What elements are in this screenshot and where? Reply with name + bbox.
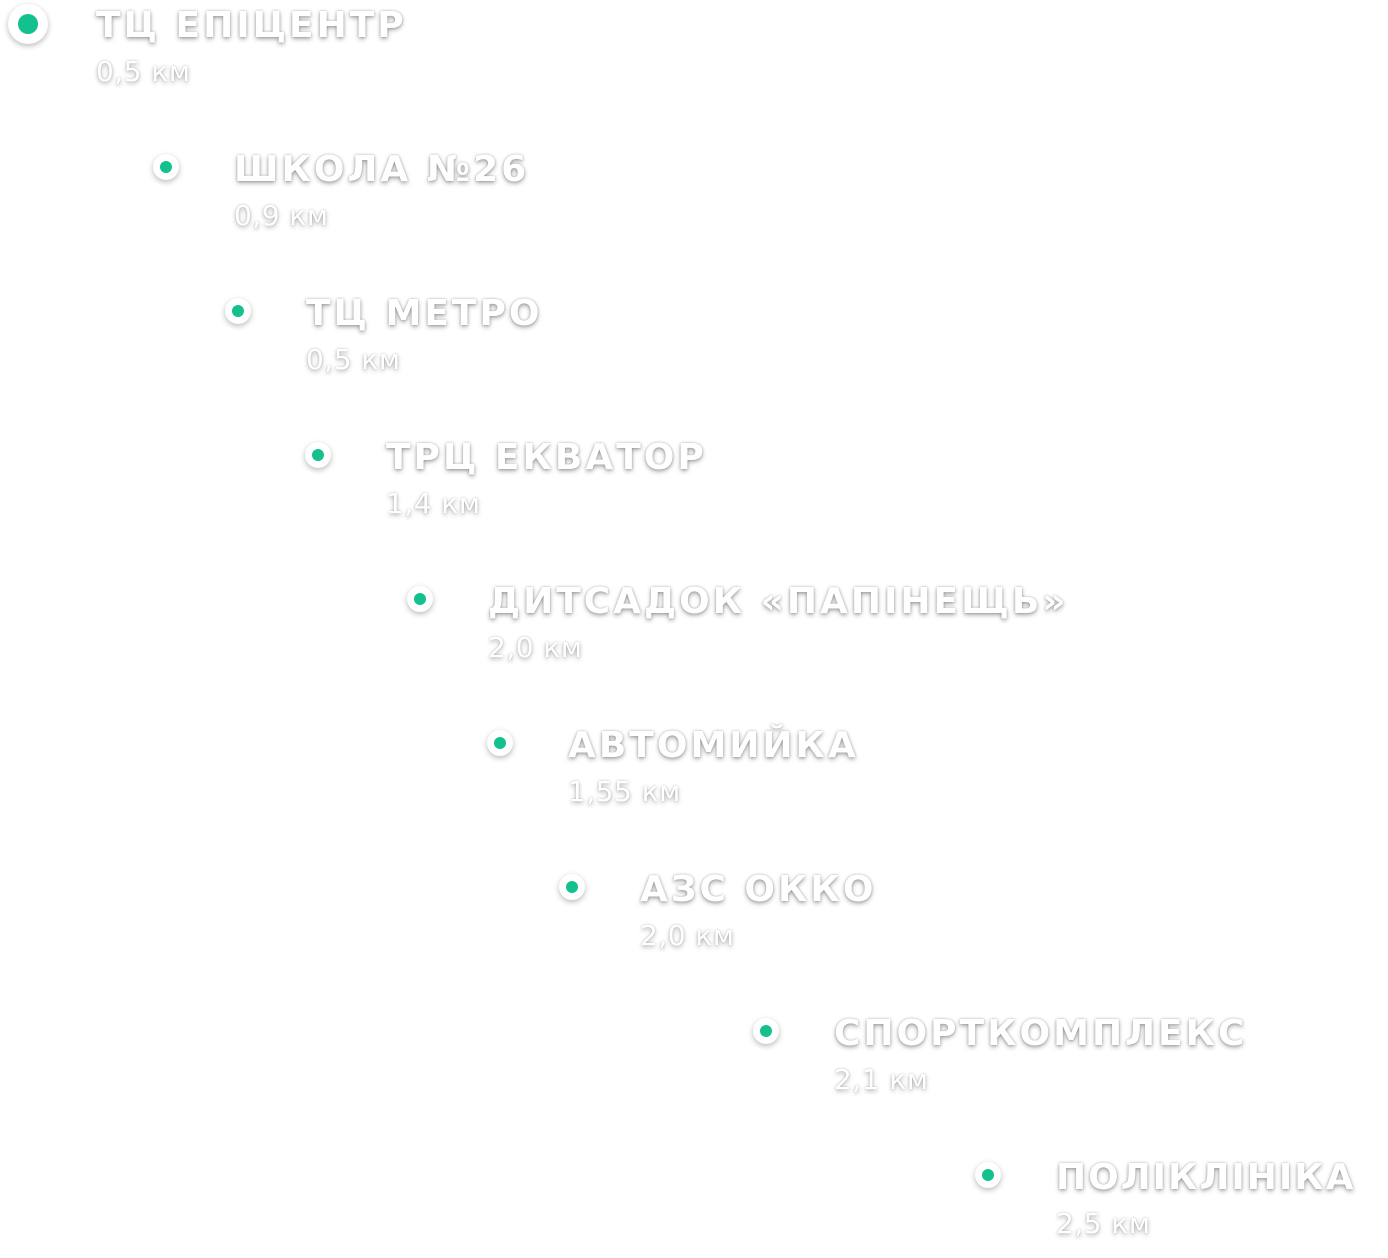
poi-label: ДИТСАДОК «ПАПІНЕЩЬ» 2,0 км xyxy=(488,584,1069,662)
poi-label: ШКОЛА №26 0,9 км xyxy=(234,152,529,230)
poi-distance: 0,9 км xyxy=(234,199,329,232)
location-marker-icon[interactable] xyxy=(8,4,48,44)
poi-distance: 0,5 км xyxy=(306,343,401,376)
poi-label: ТЦ ЕПІЦЕНТР 0,5 км xyxy=(96,8,407,86)
poi-name: ШКОЛА №26 xyxy=(234,149,530,190)
poi-name: АВТОМИЙКА xyxy=(568,725,859,766)
location-marker-icon[interactable] xyxy=(559,874,585,900)
poi-distance: 2,1 км xyxy=(834,1063,929,1096)
location-marker-icon[interactable] xyxy=(407,586,433,612)
poi-label: ТЦ МЕТРО 0,5 км xyxy=(306,296,542,374)
location-marker-icon[interactable] xyxy=(487,730,513,756)
poi-distance: 1,55 км xyxy=(568,775,681,808)
poi-name: АЗС ОККО xyxy=(640,869,877,910)
location-marker-icon[interactable] xyxy=(153,154,179,180)
poi-distance: 1,4 км xyxy=(386,487,481,520)
poi-label: ТРЦ ЕКВАТОР 1,4 км xyxy=(386,440,707,518)
poi-label: АЗС ОККО 2,0 км xyxy=(640,872,876,950)
poi-distance: 2,0 км xyxy=(640,919,735,952)
poi-label: АВТОМИЙКА 1,55 км xyxy=(568,728,859,806)
poi-name: ДИТСАДОК «ПАПІНЕЩЬ» xyxy=(488,581,1069,622)
poi-label: ПОЛІКЛІНІКА 2,5 км xyxy=(1056,1160,1356,1238)
poi-name: СПОРТКОМПЛЕКС xyxy=(834,1013,1248,1054)
poi-label: СПОРТКОМПЛЕКС 2,1 км xyxy=(834,1016,1247,1094)
poi-name: ТЦ ЕПІЦЕНТР xyxy=(96,5,407,46)
poi-distance: 2,0 км xyxy=(488,631,583,664)
location-marker-icon[interactable] xyxy=(305,442,331,468)
location-marker-icon[interactable] xyxy=(753,1018,779,1044)
location-marker-icon[interactable] xyxy=(225,298,251,324)
poi-distance: 2,5 км xyxy=(1056,1207,1151,1240)
poi-name: ПОЛІКЛІНІКА xyxy=(1056,1157,1356,1198)
poi-name: ТРЦ ЕКВАТОР xyxy=(386,437,707,478)
poi-distance: 0,5 км xyxy=(96,55,191,88)
location-marker-icon[interactable] xyxy=(975,1162,1001,1188)
poi-name: ТЦ МЕТРО xyxy=(306,293,543,334)
